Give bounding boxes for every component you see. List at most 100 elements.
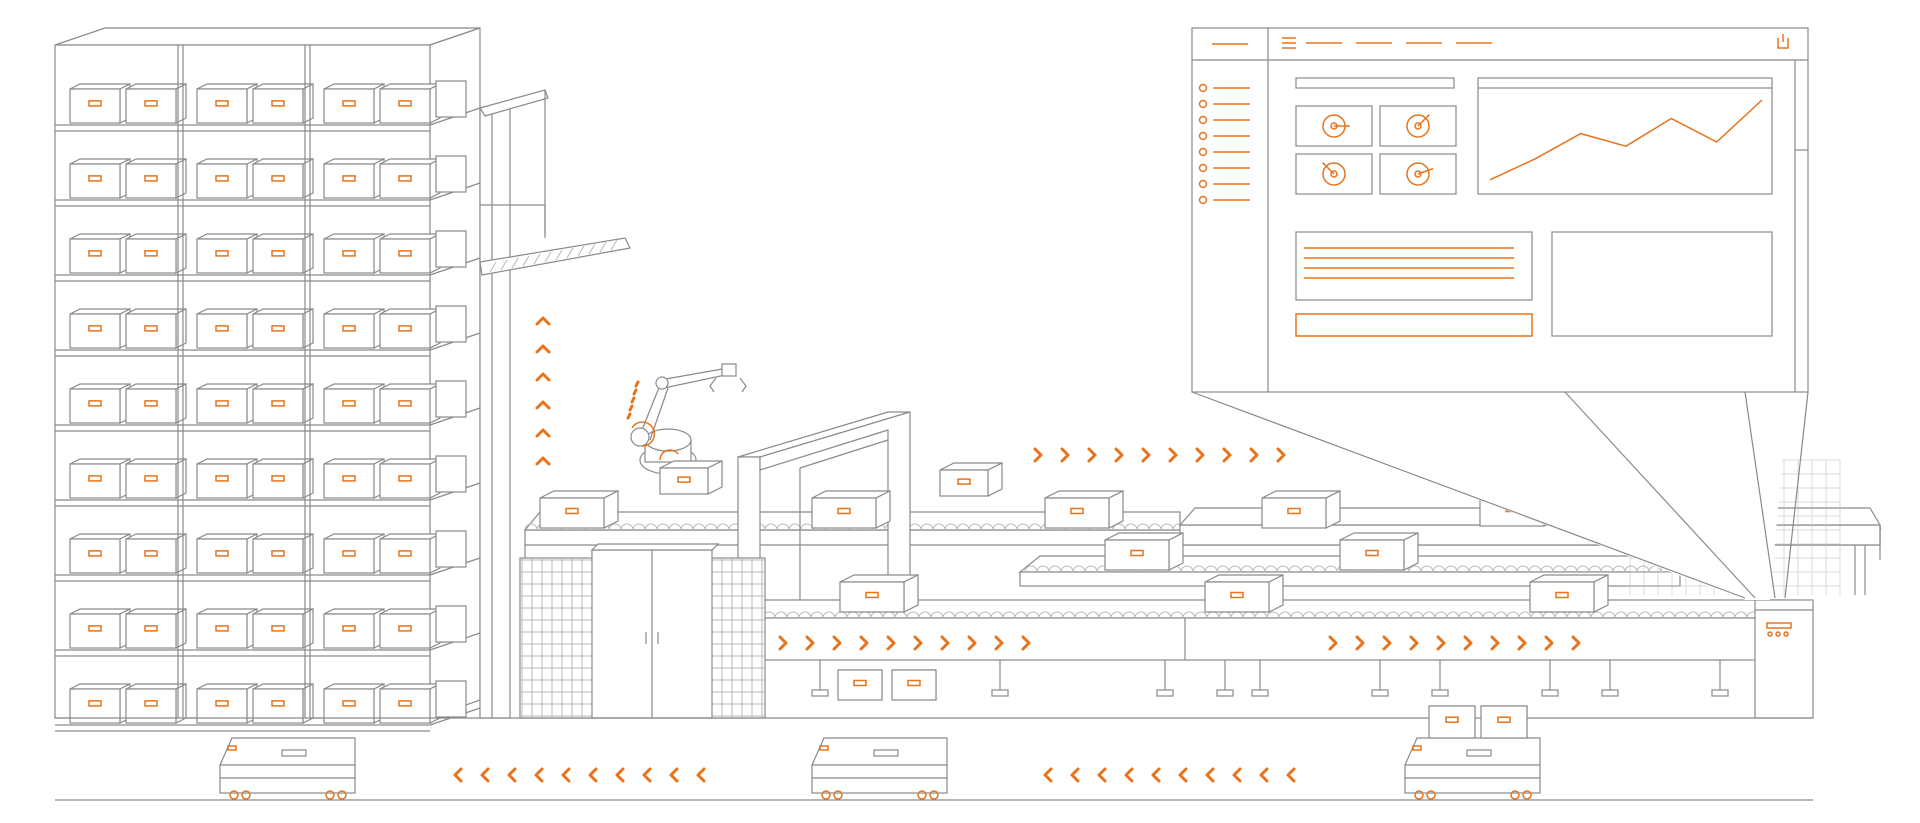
roller: [1146, 611, 1160, 619]
roller: [906, 611, 920, 619]
flow-arrow: [1249, 447, 1259, 463]
sidebar-item: [1198, 83, 1250, 93]
roller: [1314, 611, 1328, 619]
roller: [1036, 565, 1050, 573]
roller: [1048, 565, 1062, 573]
conveyor-flow-arrows-bottom-right: [1328, 635, 1581, 651]
flow-arrow: [535, 344, 551, 354]
storage-box: [252, 383, 314, 424]
flow-arrow: [534, 767, 544, 783]
roller: [1038, 611, 1052, 619]
roller: [1098, 611, 1112, 619]
flow-arrow: [1151, 767, 1161, 783]
conveyor-box: [1204, 574, 1284, 613]
empty-panel: [1551, 231, 1773, 337]
roller: [1662, 611, 1676, 619]
conveyor-flow-arrows-bottom-left: [778, 635, 1031, 651]
roller: [968, 523, 982, 531]
roller: [918, 611, 932, 619]
roller: [1650, 611, 1664, 619]
conveyor-box: [1104, 532, 1184, 571]
conveyor-box: [1529, 574, 1609, 613]
roller: [1614, 611, 1628, 619]
roller: [1002, 611, 1016, 619]
roller: [1158, 611, 1172, 619]
roller: [1324, 565, 1338, 573]
flow-arrow: [832, 635, 842, 651]
roller: [1504, 565, 1518, 573]
flow-arrow: [1409, 635, 1419, 651]
storage-box: [125, 233, 187, 274]
roller: [1456, 565, 1470, 573]
storage-box: [252, 458, 314, 499]
storage-rack: [54, 27, 481, 732]
roller: [1602, 611, 1616, 619]
flow-arrow: [886, 635, 896, 651]
roller: [1350, 611, 1364, 619]
storage-box: [252, 233, 314, 274]
roller: [680, 523, 694, 531]
end-station: [1754, 599, 1814, 719]
roller: [920, 523, 934, 531]
storage-box: [379, 233, 441, 274]
conveyor-box: [811, 490, 891, 529]
roller: [716, 523, 730, 531]
roller: [1422, 611, 1436, 619]
roller: [786, 611, 800, 619]
roller: [1264, 565, 1278, 573]
side-box: [435, 455, 467, 493]
roller: [1492, 565, 1506, 573]
control-cabinet: [519, 543, 766, 719]
dashboard-title-bar: [1295, 77, 1455, 89]
storage-box: [323, 533, 385, 574]
roller: [1326, 611, 1340, 619]
roller: [764, 523, 778, 531]
roller: [944, 523, 958, 531]
storage-box: [69, 608, 131, 649]
storage-box: [196, 458, 258, 499]
roller: [1470, 611, 1484, 619]
storage-box: [196, 383, 258, 424]
storage-box: [252, 158, 314, 199]
dashboard-action-button[interactable]: [1295, 313, 1533, 337]
roller: [1612, 565, 1626, 573]
storage-box: [323, 458, 385, 499]
gauge-panel: [1295, 105, 1457, 195]
roller: [1180, 565, 1194, 573]
flow-arrow: [1033, 447, 1043, 463]
conveyor-flow-arrows-top: [1033, 447, 1286, 463]
agv-cargo-box: [1480, 705, 1528, 739]
roller: [788, 523, 802, 531]
conveyor-box: [1044, 490, 1124, 529]
flow-arrow: [615, 767, 625, 783]
roller: [1420, 565, 1434, 573]
roller: [608, 523, 622, 531]
menu-icon: [1282, 37, 1296, 49]
chart-line: [1489, 99, 1763, 181]
roller: [656, 523, 670, 531]
roller: [632, 523, 646, 531]
roller: [1300, 565, 1314, 573]
line-chart-panel: [1477, 77, 1773, 195]
flow-arrow: [1286, 767, 1296, 783]
flow-arrow: [535, 456, 551, 466]
flow-arrow: [1097, 767, 1107, 783]
flow-arrow: [1222, 447, 1232, 463]
dashboard-callout: [1191, 391, 1809, 600]
roller: [1674, 611, 1688, 619]
roller: [1182, 611, 1196, 619]
agv-robot: [1404, 705, 1541, 800]
gauge-widget: [1295, 105, 1373, 147]
storage-box: [252, 533, 314, 574]
conveyor-box: [1261, 490, 1341, 529]
roller: [774, 611, 788, 619]
roller: [1276, 565, 1290, 573]
roller: [966, 611, 980, 619]
agv-cargo-box: [1428, 705, 1476, 739]
roller: [1434, 611, 1448, 619]
storage-box: [252, 608, 314, 649]
roller: [1062, 611, 1076, 619]
roller: [1516, 565, 1530, 573]
roller: [1398, 611, 1412, 619]
